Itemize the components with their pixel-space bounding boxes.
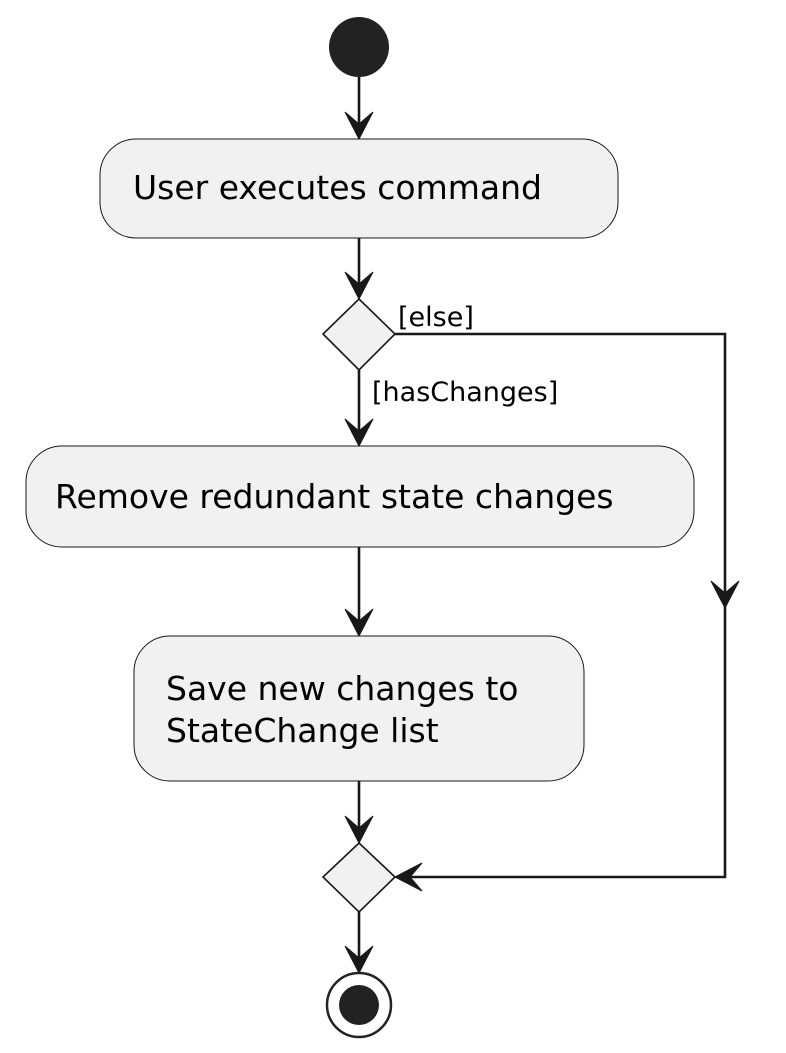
activity-user-executes-command: User executes command	[99, 138, 619, 239]
activity-save-line2-label: StateChange list	[166, 711, 439, 750]
start-node	[329, 17, 389, 77]
arrowhead-save-changes	[344, 608, 374, 638]
arrowhead-remove-redundant	[344, 418, 374, 448]
activity-save-new-changes: Save new changes to StateChange list	[133, 635, 585, 782]
arrowhead-end	[344, 945, 374, 975]
activity-remove-redundant-label: Remove redundant state changes	[55, 477, 614, 516]
end-node	[325, 971, 393, 1039]
arrowhead-decision	[344, 271, 374, 301]
arrowhead-merge-top	[344, 815, 374, 845]
decision-has-changes-diamond	[321, 297, 397, 372]
merge-diamond	[321, 841, 397, 914]
arrowhead-else-down	[710, 580, 740, 610]
activity-save-line1-label: Save new changes to	[166, 669, 518, 708]
activity-user-executes-label: User executes command	[133, 168, 542, 207]
guard-has-changes-label: [hasChanges]	[372, 377, 558, 408]
arrowhead-user-executes	[344, 111, 374, 141]
edge-else-branch	[395, 332, 727, 879]
guard-else-label: [else]	[398, 302, 474, 333]
arrowhead-merge-right	[393, 862, 423, 892]
activity-remove-redundant-state-changes: Remove redundant state changes	[25, 445, 695, 548]
